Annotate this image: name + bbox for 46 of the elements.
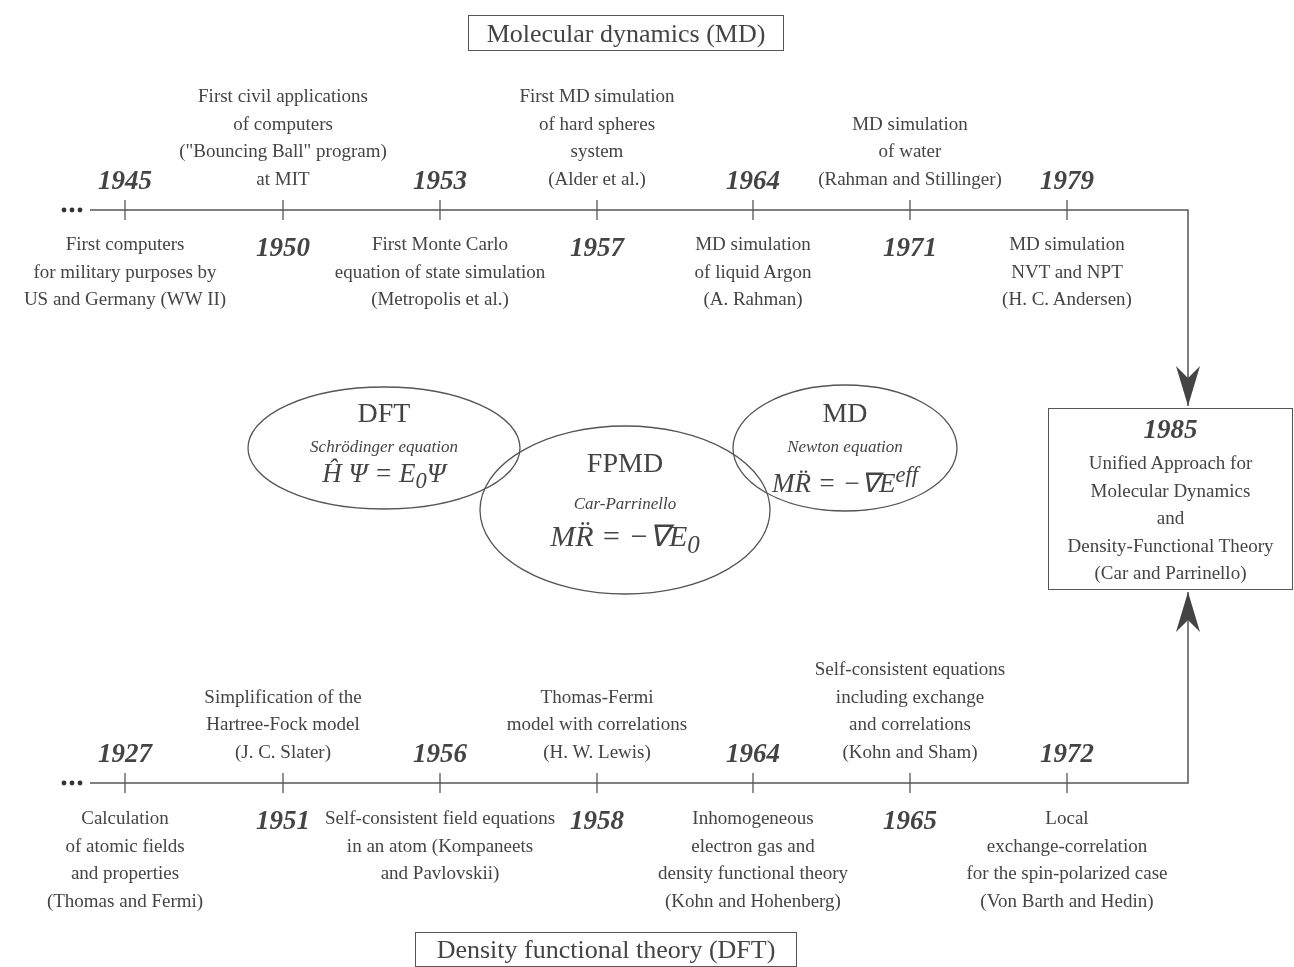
equation: MR̈ = −∇E$^{eff}$	[732, 458, 958, 500]
event-description: MD simulation of liquid Argon (A. Rahman)	[694, 232, 812, 311]
timeline-arrow	[89, 591, 1200, 784]
event-description: Self-consistent equations including exchange and correlations (Kohn and Sham)	[814, 657, 1006, 764]
event-description: First civil applications of computers ("Bouncing Ball" program) at MIT	[179, 84, 387, 191]
event-description: Simplification of the Hartree-Fock model (J. C. Slater)	[204, 684, 362, 764]
year-label: 1945	[98, 165, 152, 195]
event-description: Local exchange-correlation for the spin-polarized case (Von Barth and Hedin)	[966, 806, 1168, 913]
description-text: Unified Approach for Molecular Dynamics and Density-Functional Theory (Car and Parrinello)	[1066, 451, 1275, 585]
year-label: 1953	[413, 165, 467, 195]
year-label: 1951	[256, 805, 310, 835]
node-heading: FPMD	[585, 446, 665, 480]
title-box	[415, 932, 797, 967]
year-label: 1950	[256, 232, 310, 262]
year-label: 1927	[98, 738, 152, 768]
year-label: 1958	[570, 805, 624, 835]
year-label: 1979	[1040, 165, 1094, 195]
year-label: 1956	[413, 738, 467, 768]
event-description: First computers for military purposes by US and Germany (WW II)	[23, 232, 227, 311]
year-label: 1971	[883, 232, 937, 262]
equation-name: Newton equation	[786, 436, 904, 458]
title-box	[468, 15, 784, 51]
year-label: 1957	[570, 232, 624, 262]
node-heading: DFT	[356, 396, 412, 430]
title-text: Density functional theory (DFT)	[435, 934, 777, 966]
event-description: Calculation of atomic fields and properties (Thomas and Fermi)	[46, 806, 204, 913]
timeline-arrow	[89, 209, 1200, 407]
year-label: 1972	[1040, 738, 1094, 768]
event-description: First MD simulation of hard spheres system (Alder et al.)	[519, 84, 675, 191]
event-description: MD simulation of water (Rahman and Stillinger)	[818, 111, 1002, 191]
event-description: Inhomogeneous electron gas and density functional theory (Kohn and Hohenberg)	[658, 806, 848, 913]
equation-name: Car-Parrinello	[572, 493, 678, 515]
event-description: Thomas-Fermi model with correlations (H. W. Lewis)	[506, 684, 688, 764]
node-heading: MD	[821, 396, 869, 430]
year-label: 1985	[1142, 413, 1199, 445]
event-description: First Monte Carlo equation of state simulation (Metropolis et al.)	[334, 232, 546, 311]
year-label: 1965	[883, 805, 937, 835]
equation-name: Schrödinger equation	[309, 436, 459, 458]
event-description: MD simulation NVT and NPT (H. C. Andersen)	[1002, 232, 1132, 311]
title-text: Molecular dynamics (MD)	[485, 18, 767, 50]
year-label: 1964	[726, 738, 780, 768]
event-box	[1048, 408, 1293, 590]
equation: MR̈ = −∇E$_{0}$	[549, 518, 701, 560]
equation: Ĥ Ψ = E$_{0}$Ψ	[321, 457, 449, 496]
year-label: 1964	[726, 165, 780, 195]
event-description: Self-consistent field equations in an atom (Kompaneets and Pavlovskii)	[324, 806, 556, 885]
